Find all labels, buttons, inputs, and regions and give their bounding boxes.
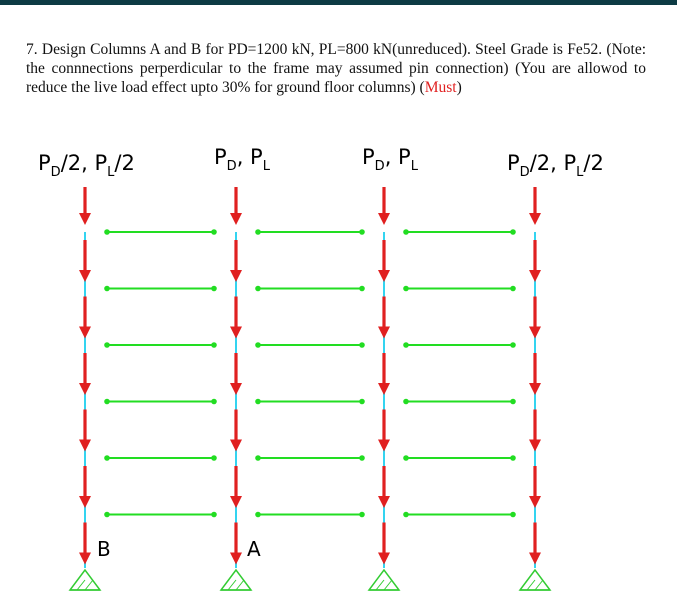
beam-node xyxy=(211,398,217,405)
closing-paren: ) xyxy=(456,79,462,96)
load-arrow-col4-floor6-head xyxy=(529,552,541,565)
beam-node xyxy=(359,511,365,518)
labels-group: PD/2, PL/2 PD, PL PD, PL PD/2, PL/2 B A xyxy=(38,145,604,561)
load-arrow-col1-floor5-head xyxy=(79,496,91,508)
beam-node xyxy=(359,455,365,461)
load-arrow-col1-floor2-head xyxy=(79,326,91,339)
beam-node xyxy=(255,229,261,235)
load-label-col-4: PD/2, PL/2 xyxy=(507,151,604,180)
supports-group xyxy=(68,568,552,591)
must-emphasis: Must xyxy=(424,79,457,96)
load-arrow-col1-floor6-head xyxy=(79,552,91,565)
beam-node xyxy=(211,342,217,348)
beam-node xyxy=(104,229,110,235)
beam-node xyxy=(255,342,261,348)
beam-node xyxy=(510,342,516,348)
beam-node xyxy=(403,229,409,235)
pin-support-2 xyxy=(219,568,253,591)
pin-support-4 xyxy=(518,568,552,591)
load-arrow-col2-floor2-head xyxy=(230,326,242,339)
load-arrow-col1-floor4-head xyxy=(79,439,91,452)
load-arrow-col4-floor1-head xyxy=(529,270,541,282)
load-arrow-col4-floor4-head xyxy=(529,439,541,452)
pin-support-1 xyxy=(68,568,102,591)
load-label-col-2: PD, PL xyxy=(214,145,271,174)
load-arrow-col2-floor4-head xyxy=(230,439,242,452)
load-arrow-top-col3-head xyxy=(378,213,390,225)
load-arrow-top-col1-head xyxy=(79,213,91,225)
support-hatch xyxy=(76,579,86,591)
load-arrow-col3-floor6-head xyxy=(378,552,390,565)
load-arrow-col2-floor6-head xyxy=(230,552,242,565)
problem-number: 7. xyxy=(26,41,38,58)
load-label-col-3: PD, PL xyxy=(362,145,419,174)
load-arrow-col2-floor1-head xyxy=(230,270,242,282)
load-arrow-col1-floor3-head xyxy=(79,383,91,395)
support-hatch xyxy=(534,579,544,591)
beams-group xyxy=(104,229,516,518)
beam-node xyxy=(104,398,110,405)
beam-node xyxy=(510,285,516,292)
beam-node xyxy=(510,398,516,405)
beam-node xyxy=(104,285,110,292)
beam-node xyxy=(104,455,110,461)
beam-node xyxy=(359,398,365,405)
beam-node xyxy=(255,398,261,405)
load-arrow-col3-floor5-head xyxy=(378,496,390,508)
load-arrow-col4-floor2-head xyxy=(529,326,541,339)
beam-node xyxy=(403,511,409,518)
support-hatch xyxy=(526,579,536,591)
beam-node xyxy=(403,342,409,348)
support-hatch xyxy=(84,579,94,591)
beam-node xyxy=(211,229,217,235)
load-arrow-col2-floor3-head xyxy=(230,383,242,395)
beam-node xyxy=(211,511,217,518)
support-hatch xyxy=(227,579,237,591)
beam-node xyxy=(211,455,217,461)
load-arrow-col4-floor5-head xyxy=(529,496,541,508)
beam-node xyxy=(403,285,409,292)
beam-node xyxy=(211,285,217,292)
load-arrow-col3-floor2-head xyxy=(378,326,390,339)
load-arrow-top-col4-head xyxy=(529,213,541,225)
load-arrow-col4-floor3-head xyxy=(529,383,541,395)
support-hatch xyxy=(235,579,245,591)
columns-group xyxy=(84,232,536,568)
beam-node xyxy=(359,229,365,235)
beam-node xyxy=(510,511,516,518)
load-arrow-col3-floor3-head xyxy=(378,383,390,395)
load-arrows-group xyxy=(79,187,541,565)
beam-node xyxy=(104,511,110,518)
beam-node xyxy=(359,342,365,348)
support-hatch xyxy=(375,579,385,591)
beam-node xyxy=(104,342,110,348)
beam-node xyxy=(510,455,516,461)
beam-node xyxy=(255,455,261,461)
column-name-a: A xyxy=(247,537,261,561)
beam-node xyxy=(403,398,409,405)
beam-node xyxy=(255,511,261,518)
load-arrow-col2-floor5-head xyxy=(230,496,242,508)
load-arrow-col3-floor1-head xyxy=(378,270,390,282)
pin-support-3 xyxy=(367,568,401,591)
problem-statement: 7. Design Columns A and B for PD=1200 kN… xyxy=(26,40,646,97)
column-name-b: B xyxy=(97,537,111,561)
top-border xyxy=(0,0,677,5)
load-arrow-col3-floor4-head xyxy=(378,439,390,452)
beam-node xyxy=(403,455,409,461)
load-arrow-col1-floor1-head xyxy=(79,270,91,282)
load-label-col-1: PD/2, PL/2 xyxy=(38,151,135,180)
beam-node xyxy=(255,285,261,292)
load-arrow-top-col2-head xyxy=(230,213,242,225)
support-hatch xyxy=(383,579,393,591)
beam-node xyxy=(359,285,365,292)
problem-text: Design Columns A and B for PD=1200 kN, P… xyxy=(26,41,647,96)
beam-node xyxy=(510,229,516,235)
